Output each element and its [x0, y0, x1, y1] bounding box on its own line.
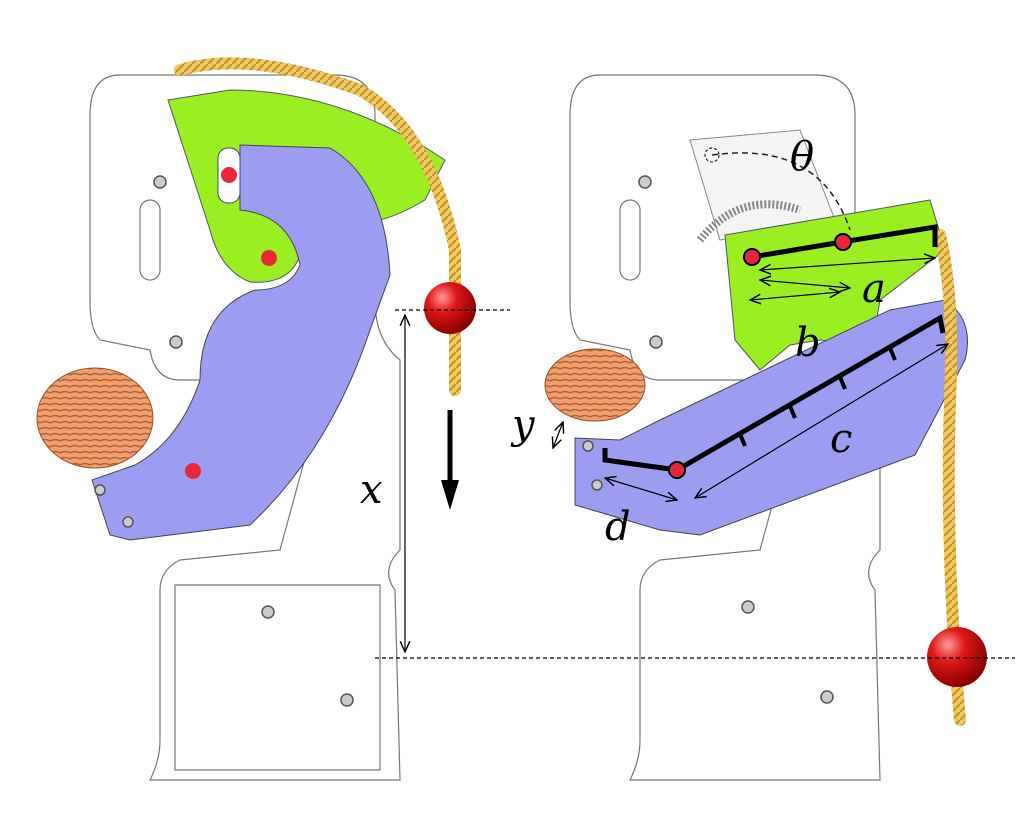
right-pivot [668, 461, 686, 479]
left-pivot [185, 463, 201, 479]
label-y: y [510, 402, 536, 448]
left-pivot [261, 250, 277, 266]
label-a: a [862, 266, 886, 312]
left-arm [91, 144, 391, 541]
left-pivot [221, 167, 237, 183]
right-screw [741, 600, 755, 614]
right-screw [649, 335, 663, 349]
right-slot [619, 199, 641, 281]
label-x: x [360, 467, 383, 513]
left-lever [167, 89, 446, 283]
right-ball [927, 627, 987, 687]
theta-origin [704, 147, 720, 163]
pull-arrow-head [441, 480, 459, 510]
left-screw [261, 605, 275, 619]
right-pivot [743, 248, 761, 266]
left-screw [94, 484, 106, 496]
left-screw [122, 516, 134, 528]
y-dimension [553, 422, 563, 448]
left-rope [174, 57, 461, 396]
left-slot [139, 199, 161, 281]
right-screw [591, 479, 603, 491]
b-dimension [750, 292, 840, 300]
right-walnut [544, 348, 646, 422]
left-frame-lower [174, 584, 381, 771]
label-d: d [605, 504, 631, 550]
link-a [751, 224, 938, 260]
theta-arc [711, 152, 851, 231]
left-walnut [36, 367, 154, 469]
right-pivot [834, 233, 852, 251]
left-screw [169, 335, 183, 349]
left-screw [340, 693, 354, 707]
a-dimension [760, 258, 935, 270]
right-device [544, 74, 987, 781]
label-c: c [830, 416, 852, 462]
right-screw [820, 690, 834, 704]
right-screw [582, 440, 594, 452]
d-dimension [605, 478, 677, 500]
a-dimension-2 [760, 280, 850, 288]
dimensions [375, 258, 1015, 659]
left-ball [424, 282, 476, 334]
left-screw [153, 175, 167, 189]
spring [696, 200, 802, 243]
label-b: b [795, 320, 821, 366]
right-screw [638, 175, 652, 189]
c-dimension [695, 344, 948, 498]
label-theta: θ [790, 134, 814, 180]
left-device [36, 57, 476, 781]
